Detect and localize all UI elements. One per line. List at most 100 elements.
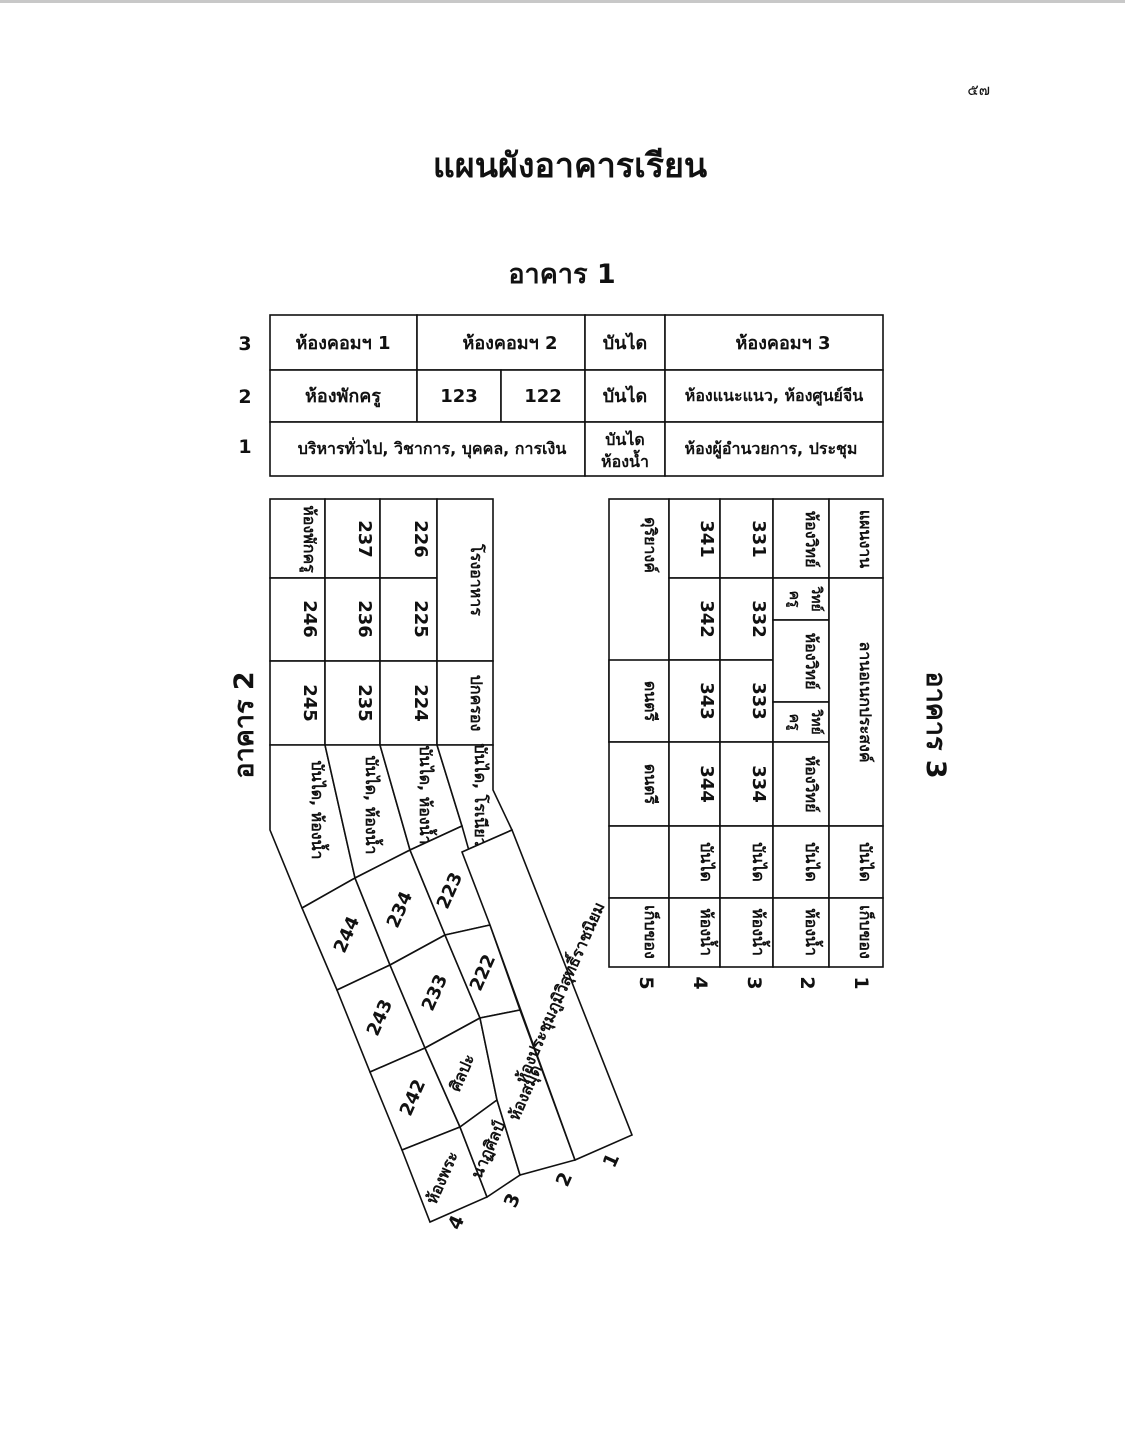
- wc-f2: [772, 897, 830, 968]
- room-music-3: [608, 741, 670, 827]
- room-label: 237: [354, 520, 375, 558]
- room-343: [668, 659, 721, 743]
- room-label: บันได: [802, 842, 821, 882]
- room-label: บันได: [603, 385, 647, 407]
- room-label: ห้องพักครู: [298, 505, 319, 573]
- room-label: ห้องน้ำ: [697, 908, 719, 956]
- room-label: แผนงาน: [856, 510, 875, 568]
- room-label: 343: [696, 682, 717, 720]
- room-label: บันได: [749, 842, 768, 882]
- room-334: [719, 741, 774, 827]
- building-2-floor-label: 4: [444, 1212, 469, 1233]
- room-label: บันได, ห้องน้ำ: [416, 745, 438, 844]
- stairs-b3-f4: [668, 825, 721, 899]
- room-225: [379, 577, 438, 662]
- room-label: ห้องวิทย์: [802, 756, 821, 813]
- room-label: ดนตรี: [641, 764, 660, 805]
- stairs-b3-f3: [719, 825, 774, 899]
- room-label: ครู: [786, 591, 802, 608]
- building-1: อาคาร 1 3 2 1 ห้องคอมฯ 1 ห้องคอมฯ 2 บันไ…: [238, 259, 884, 477]
- room-label: ห้องวิทย์: [802, 633, 821, 690]
- stairs-wc-b1: [584, 421, 666, 477]
- building-2-floor-label: 3: [500, 1190, 525, 1211]
- room-label: 341: [696, 520, 717, 558]
- room-246: [269, 577, 326, 662]
- building-2: อาคาร 2 ห้องพักครู 237 226 246 236 225 โ…: [229, 498, 634, 1233]
- room-label: ดุริยางค์: [640, 517, 660, 573]
- room-label: 226: [410, 520, 431, 558]
- empty-f5-stairs: [608, 825, 670, 899]
- room-sci-1: [772, 498, 830, 579]
- room-teachers-b2: [269, 498, 326, 579]
- building-3-title: อาคาร 3: [920, 671, 951, 778]
- building-2-title: อาคาร 2: [229, 671, 260, 778]
- room-label: ห้องคอมฯ 1: [295, 333, 390, 354]
- building-3-floor-label: 3: [743, 976, 765, 989]
- building-3-floor-label: 4: [689, 976, 711, 989]
- page-title: แผนผังอาคารเรียน: [432, 146, 708, 186]
- room-label: 245: [299, 684, 320, 722]
- room-235: [324, 660, 381, 746]
- stairs-b3-f1: [828, 825, 884, 899]
- room-guidance: [664, 369, 884, 423]
- room-label: วิทย์: [808, 585, 825, 611]
- room-label: 122: [524, 386, 562, 407]
- room-label: 344: [696, 765, 717, 803]
- room-label: 331: [748, 520, 769, 558]
- room-label: บันได: [605, 430, 645, 449]
- room-label: ห้องคอมฯ 3: [735, 333, 830, 354]
- room-245: [269, 660, 326, 746]
- building-3: อาคาร 3 ดุริยางค์ 341 331 ห้องวิทย์ แผนง…: [608, 498, 951, 990]
- room-226: [379, 498, 438, 579]
- building-1-title: อาคาร 1: [508, 259, 615, 290]
- room-122: [500, 369, 586, 423]
- building-1-floor-label: 3: [238, 333, 251, 355]
- room-label: วิทย์: [808, 708, 825, 734]
- building-3-floor-label: 5: [635, 976, 657, 989]
- room-meeting: [460, 828, 634, 1162]
- room-label: บริหารทั่วไป, วิชาการ, บุคคล, การเงิน: [298, 437, 567, 459]
- room-label: 235: [354, 684, 375, 722]
- room-label: เก็บของ: [856, 905, 877, 959]
- room-label: บันได: [697, 842, 716, 882]
- room-label: ห้องผู้อำนวยการ, ประชุม: [685, 439, 858, 460]
- room-342: [668, 577, 721, 661]
- room-label: 342: [696, 600, 717, 638]
- room-label: 225: [410, 600, 431, 638]
- room-label: ครู: [786, 714, 802, 731]
- building-2-floor-label: 2: [552, 1169, 577, 1190]
- room-label: บันได: [856, 842, 875, 882]
- building-1-floor-label: 1: [238, 436, 251, 458]
- room-label: บันได: [603, 332, 647, 354]
- room-label: บันได, ห้องน้ำ: [308, 760, 330, 859]
- storage-f1: [828, 897, 884, 968]
- room-label: ห้องวิทย์: [802, 511, 821, 568]
- room-teachers-b1: [269, 369, 418, 423]
- room-label: 334: [748, 765, 769, 803]
- room-224: [379, 660, 438, 746]
- room-label: 236: [354, 600, 375, 638]
- building-3-floor-label: 1: [850, 976, 872, 989]
- room-label: ห้องน้ำ: [749, 908, 771, 956]
- room-label: ดนตรี: [641, 681, 660, 722]
- room-comp-3: [664, 314, 884, 371]
- room-label: ห้องพักครู: [305, 386, 381, 408]
- room-label: ห้องน้ำ: [601, 449, 649, 471]
- room-label: 123: [440, 386, 478, 407]
- room-label: 333: [748, 682, 769, 720]
- building-1-floor-label: 2: [238, 386, 251, 408]
- room-sci-teacher-1: [772, 577, 830, 621]
- wc-f4: [668, 897, 721, 968]
- room-333: [719, 659, 774, 743]
- room-sci-teacher-2: [772, 701, 830, 743]
- room-236: [324, 577, 381, 662]
- room-sci-3: [772, 741, 830, 827]
- building-3-floor-label: 2: [796, 976, 818, 989]
- stairs-b3-f2: [772, 825, 830, 899]
- room-label: บันได, โรเนียว: [471, 743, 491, 846]
- room-library: [479, 1009, 577, 1176]
- top-rule: [0, 0, 1125, 3]
- storage-f5: [608, 897, 670, 968]
- building-2-floor-label: 1: [599, 1150, 624, 1171]
